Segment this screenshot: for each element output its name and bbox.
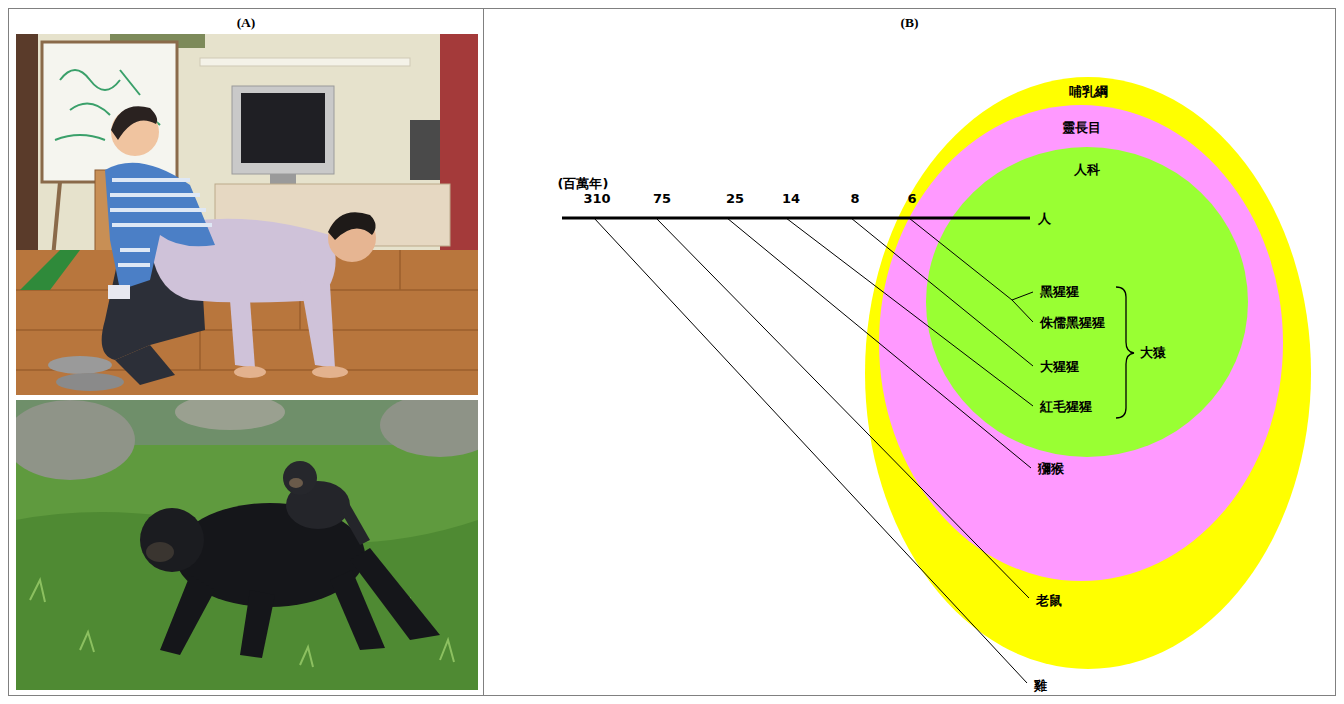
ellipse-fill — [926, 147, 1248, 457]
lower-leg — [115, 345, 175, 385]
timeline — [562, 217, 1030, 220]
node-heading: 人科 — [926, 161, 1248, 178]
node-heading: 靈長目 — [879, 119, 1283, 136]
branch-line — [656, 218, 1029, 598]
panel-frame: (A) — [8, 8, 484, 696]
chimp-arm — [240, 590, 275, 658]
door-frame — [16, 34, 38, 274]
chimp-head — [140, 508, 204, 572]
chimp-photo — [16, 400, 478, 690]
time-number: 75 — [653, 191, 671, 207]
human-photo — [16, 34, 478, 395]
order-ellipse: 靈長目人科 — [879, 105, 1283, 581]
node-heading: 哺乳綱 — [865, 83, 1311, 100]
unit-label: (百萬年) — [558, 176, 609, 192]
species-label: 紅毛猩猩 — [1040, 399, 1092, 415]
node-heading: (A) — [9, 14, 483, 32]
speaker — [410, 120, 440, 180]
time-number: 310 — [583, 191, 610, 207]
time-number: 8 — [850, 191, 859, 207]
species-label: 黑猩猩 — [1040, 284, 1079, 300]
chimp-muzzle — [146, 542, 174, 562]
tv-stand — [270, 174, 296, 184]
branch-line — [727, 218, 1031, 468]
baby-leg — [340, 505, 370, 545]
branch-line — [851, 218, 1033, 366]
node-heading: (B) — [484, 14, 1335, 32]
branch-line — [594, 218, 1027, 683]
slipper — [48, 356, 112, 374]
child-hair — [111, 106, 157, 140]
chimp-arm — [160, 575, 215, 655]
stripes — [110, 180, 212, 265]
species-label: 老鼠 — [1036, 593, 1062, 609]
ellipse-fill — [879, 105, 1283, 581]
time-number: 6 — [907, 191, 916, 207]
arm — [230, 300, 255, 368]
curly-bracket — [1116, 287, 1134, 418]
species-label: 侏儒黑猩猩 — [1040, 315, 1105, 331]
panel-frame: (B) 哺乳綱靈長目人科 — [483, 8, 1336, 696]
species-label: 雞 — [1034, 678, 1047, 694]
child-sock — [108, 285, 130, 299]
branch-line — [786, 218, 1033, 406]
arm — [300, 280, 335, 368]
group-label: 大猿 — [1140, 345, 1166, 361]
mat — [20, 250, 80, 290]
child-body — [105, 163, 215, 290]
wall-shelf — [200, 58, 410, 66]
hand — [234, 366, 266, 378]
branch-line — [909, 218, 1012, 300]
time-number: 25 — [726, 191, 744, 207]
branch-line — [1012, 292, 1033, 300]
time-number: 14 — [782, 191, 800, 207]
species-label: 大猩猩 — [1040, 359, 1079, 375]
hand — [312, 366, 348, 378]
rock — [380, 400, 478, 457]
wall — [16, 34, 478, 395]
species-label: 人 — [1038, 211, 1051, 227]
whiteboard — [42, 42, 177, 182]
hair — [328, 212, 376, 240]
rock — [175, 400, 285, 430]
species-label: 獼猴 — [1038, 461, 1064, 477]
branch-line — [1012, 300, 1033, 322]
tv-frame — [232, 86, 334, 174]
baby-head — [283, 461, 317, 495]
slipper — [56, 373, 124, 391]
baby-face — [289, 478, 303, 488]
chimp-leg — [350, 548, 440, 640]
tv-screen — [241, 93, 325, 163]
rock — [16, 400, 135, 480]
